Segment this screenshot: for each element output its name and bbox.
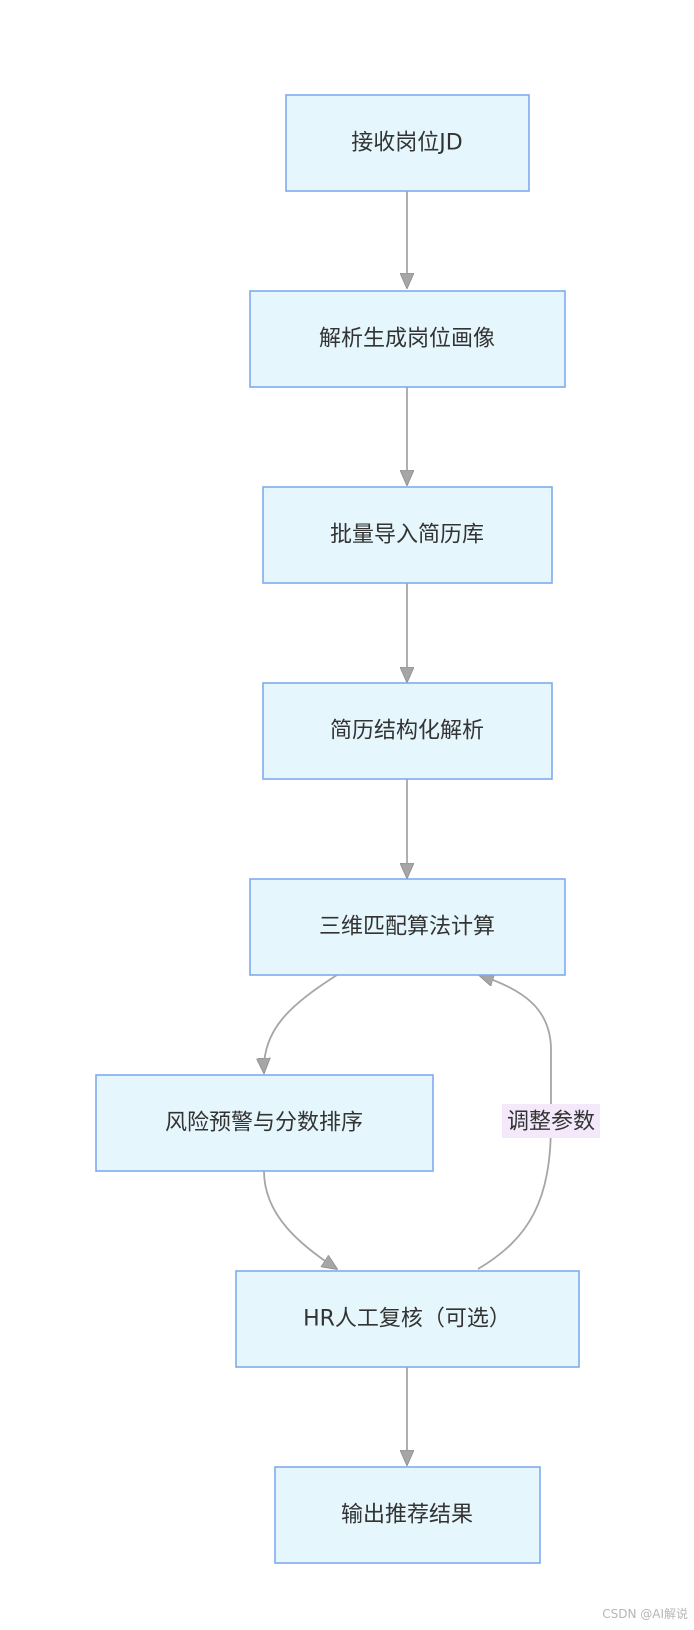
node-match-algorithm: 三维匹配算法计算 [249,878,566,976]
node-risk-ranking: 风险预警与分数排序 [95,1074,434,1172]
node-label: HR人工复核（可选） [303,1307,511,1332]
edge-label-adjust-params: 调整参数 [502,1104,600,1138]
edge-label-text: 调整参数 [507,1110,595,1135]
node-label: 批量导入简历库 [330,523,484,548]
node-box [249,290,566,388]
node-label: 风险预警与分数排序 [165,1111,363,1136]
node-output: 输出推荐结果 [274,1466,541,1564]
node-label: 接收岗位JD [351,131,462,156]
node-box [262,682,553,780]
node-import-resumes: 批量导入简历库 [262,486,553,584]
node-receive-jd: 接收岗位JD [285,94,530,192]
node-label: 解析生成岗位画像 [319,327,495,352]
node-label: 三维匹配算法计算 [319,915,495,940]
node-hr-review: HR人工复核（可选） [235,1270,580,1368]
edge-label-background [502,1104,600,1138]
node-box [285,94,530,192]
node-label: 简历结构化解析 [330,719,484,744]
node-box [95,1074,434,1172]
edge-risk-to-hr [263,1170,337,1269]
node-box [274,1466,541,1564]
watermark: CSDN @AI解说 [602,1607,688,1621]
node-box [249,878,566,976]
node-box [235,1270,580,1368]
node-parse-profile: 解析生成岗位画像 [249,290,566,388]
node-label: 输出推荐结果 [341,1503,473,1528]
edge-match-to-risk [264,974,338,1073]
node-box [262,486,553,584]
node-structure-resumes: 简历结构化解析 [262,682,553,780]
